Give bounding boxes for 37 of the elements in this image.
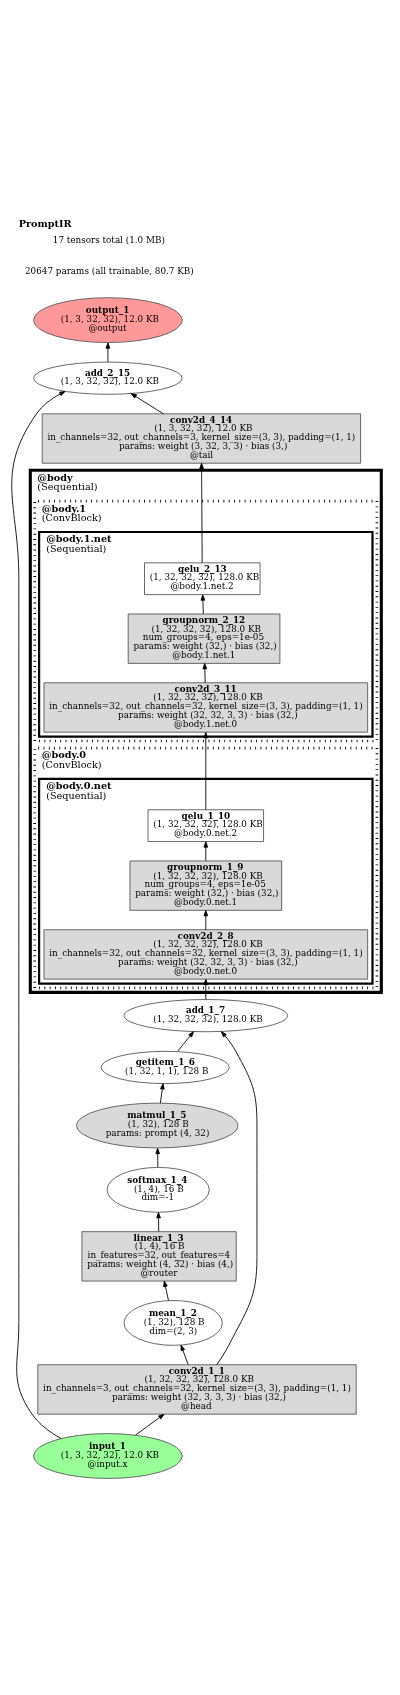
node-box: gelu_1_10 (1, 32, 32, 32), 128.0 KB @body.0.net.2 bbox=[147, 809, 264, 842]
arrow bbox=[177, 1031, 194, 1052]
label: 20647 params (all trainable, 80.7 KB) bbox=[25, 266, 194, 277]
arrow bbox=[130, 393, 164, 415]
node-box: conv2d_4_14 (1, 3, 32, 32), 12.0 KB in_channels=32, out_channels=3, kernel_size=(3, 3), padding=(1, 1) params: weight (3, 32, 3, 3) · bias (3,) @tail bbox=[41, 413, 362, 464]
arrow bbox=[202, 663, 208, 684]
arrow bbox=[156, 1212, 161, 1232]
node-box: conv2d_2_8 (1, 32, 32, 32), 128.0 KB in_channels=32, out_channels=32, kernel_size=(3, 3), padding=(1, 1) params: weight (32, 32, 3, 3) · bias (32,) @body.0.net.0 bbox=[43, 929, 369, 980]
diagram-title: PromptIR bbox=[18, 217, 72, 229]
arrow bbox=[203, 732, 209, 810]
arrow bbox=[216, 1031, 258, 1365]
node-ellipse: mean_1_2 (1, 32), 128 B dim=(2, 3) bbox=[123, 1300, 223, 1346]
node-ellipse: matmul_1_5 (1, 32), 128 B params: prompt (4, 32) bbox=[76, 1102, 239, 1149]
arrow bbox=[105, 342, 111, 363]
arrow bbox=[203, 910, 209, 931]
node-ellipse: output_1 (1, 3, 32, 32), 12.0 KB @output bbox=[33, 297, 183, 343]
arrow bbox=[159, 1083, 165, 1104]
node-box: conv2d_1_1 (1, 32, 32, 32), 128.0 KB in_channels=3, out_channels=32, kernel_size=(3, 3), padding=(1, 1) params: weight (32, 3, 3, 3) · bias (32,) @head bbox=[37, 1364, 357, 1415]
arrow bbox=[200, 594, 206, 615]
arrow bbox=[155, 1147, 160, 1168]
node-ellipse: add_1_7 (1, 32, 32, 32), 128.0 KB bbox=[123, 999, 289, 1033]
node-box: conv2d_3_11 (1, 32, 32, 32), 128.0 KB in_channels=32, out_channels=32, kernel_size=(3, 3), padding=(1, 1) params: weight (32, 32, 3, 3) · bias (32,) @body.1.net.0 bbox=[43, 682, 369, 733]
node-ellipse: input_1 (1, 3, 32, 32), 12.0 KB @input.x bbox=[33, 1433, 183, 1479]
arrow bbox=[180, 1344, 189, 1365]
arrow bbox=[199, 462, 204, 564]
node-box: gelu_2_13 (1, 32, 32, 32), 128.0 KB @body.1.net.2 bbox=[144, 562, 261, 596]
arrow bbox=[203, 978, 209, 1000]
label: 17 tensors total (1.0 MB) bbox=[52, 234, 165, 245]
arrow bbox=[203, 841, 209, 862]
arrow bbox=[11, 391, 66, 1439]
arrow bbox=[163, 1280, 169, 1301]
node-ellipse: getitem_1_6 (1, 32, 1, 1), 128 B bbox=[100, 1050, 230, 1084]
node-box: groupnorm_2_12 (1, 32, 32, 32), 128.0 KB num_groups=4, eps=1e-05 params: weight (32,) · bias (32,) @body.1.net.1 bbox=[127, 613, 281, 664]
node-box: groupnorm_1_9 (1, 32, 32, 32), 128.0 KB num_groups=4, eps=1e-05 params: weight (32,) · bias (32,) @body.0.net.1 bbox=[129, 860, 283, 911]
node-box: linear_1_3 (1, 4), 16 B in_features=32, out_features=4 params: weight (4, 32) · bias (4,) @router bbox=[81, 1231, 237, 1282]
arrow bbox=[135, 1413, 165, 1436]
node-ellipse: softmax_1_4 (1, 4), 16 B dim=-1 bbox=[106, 1167, 210, 1213]
